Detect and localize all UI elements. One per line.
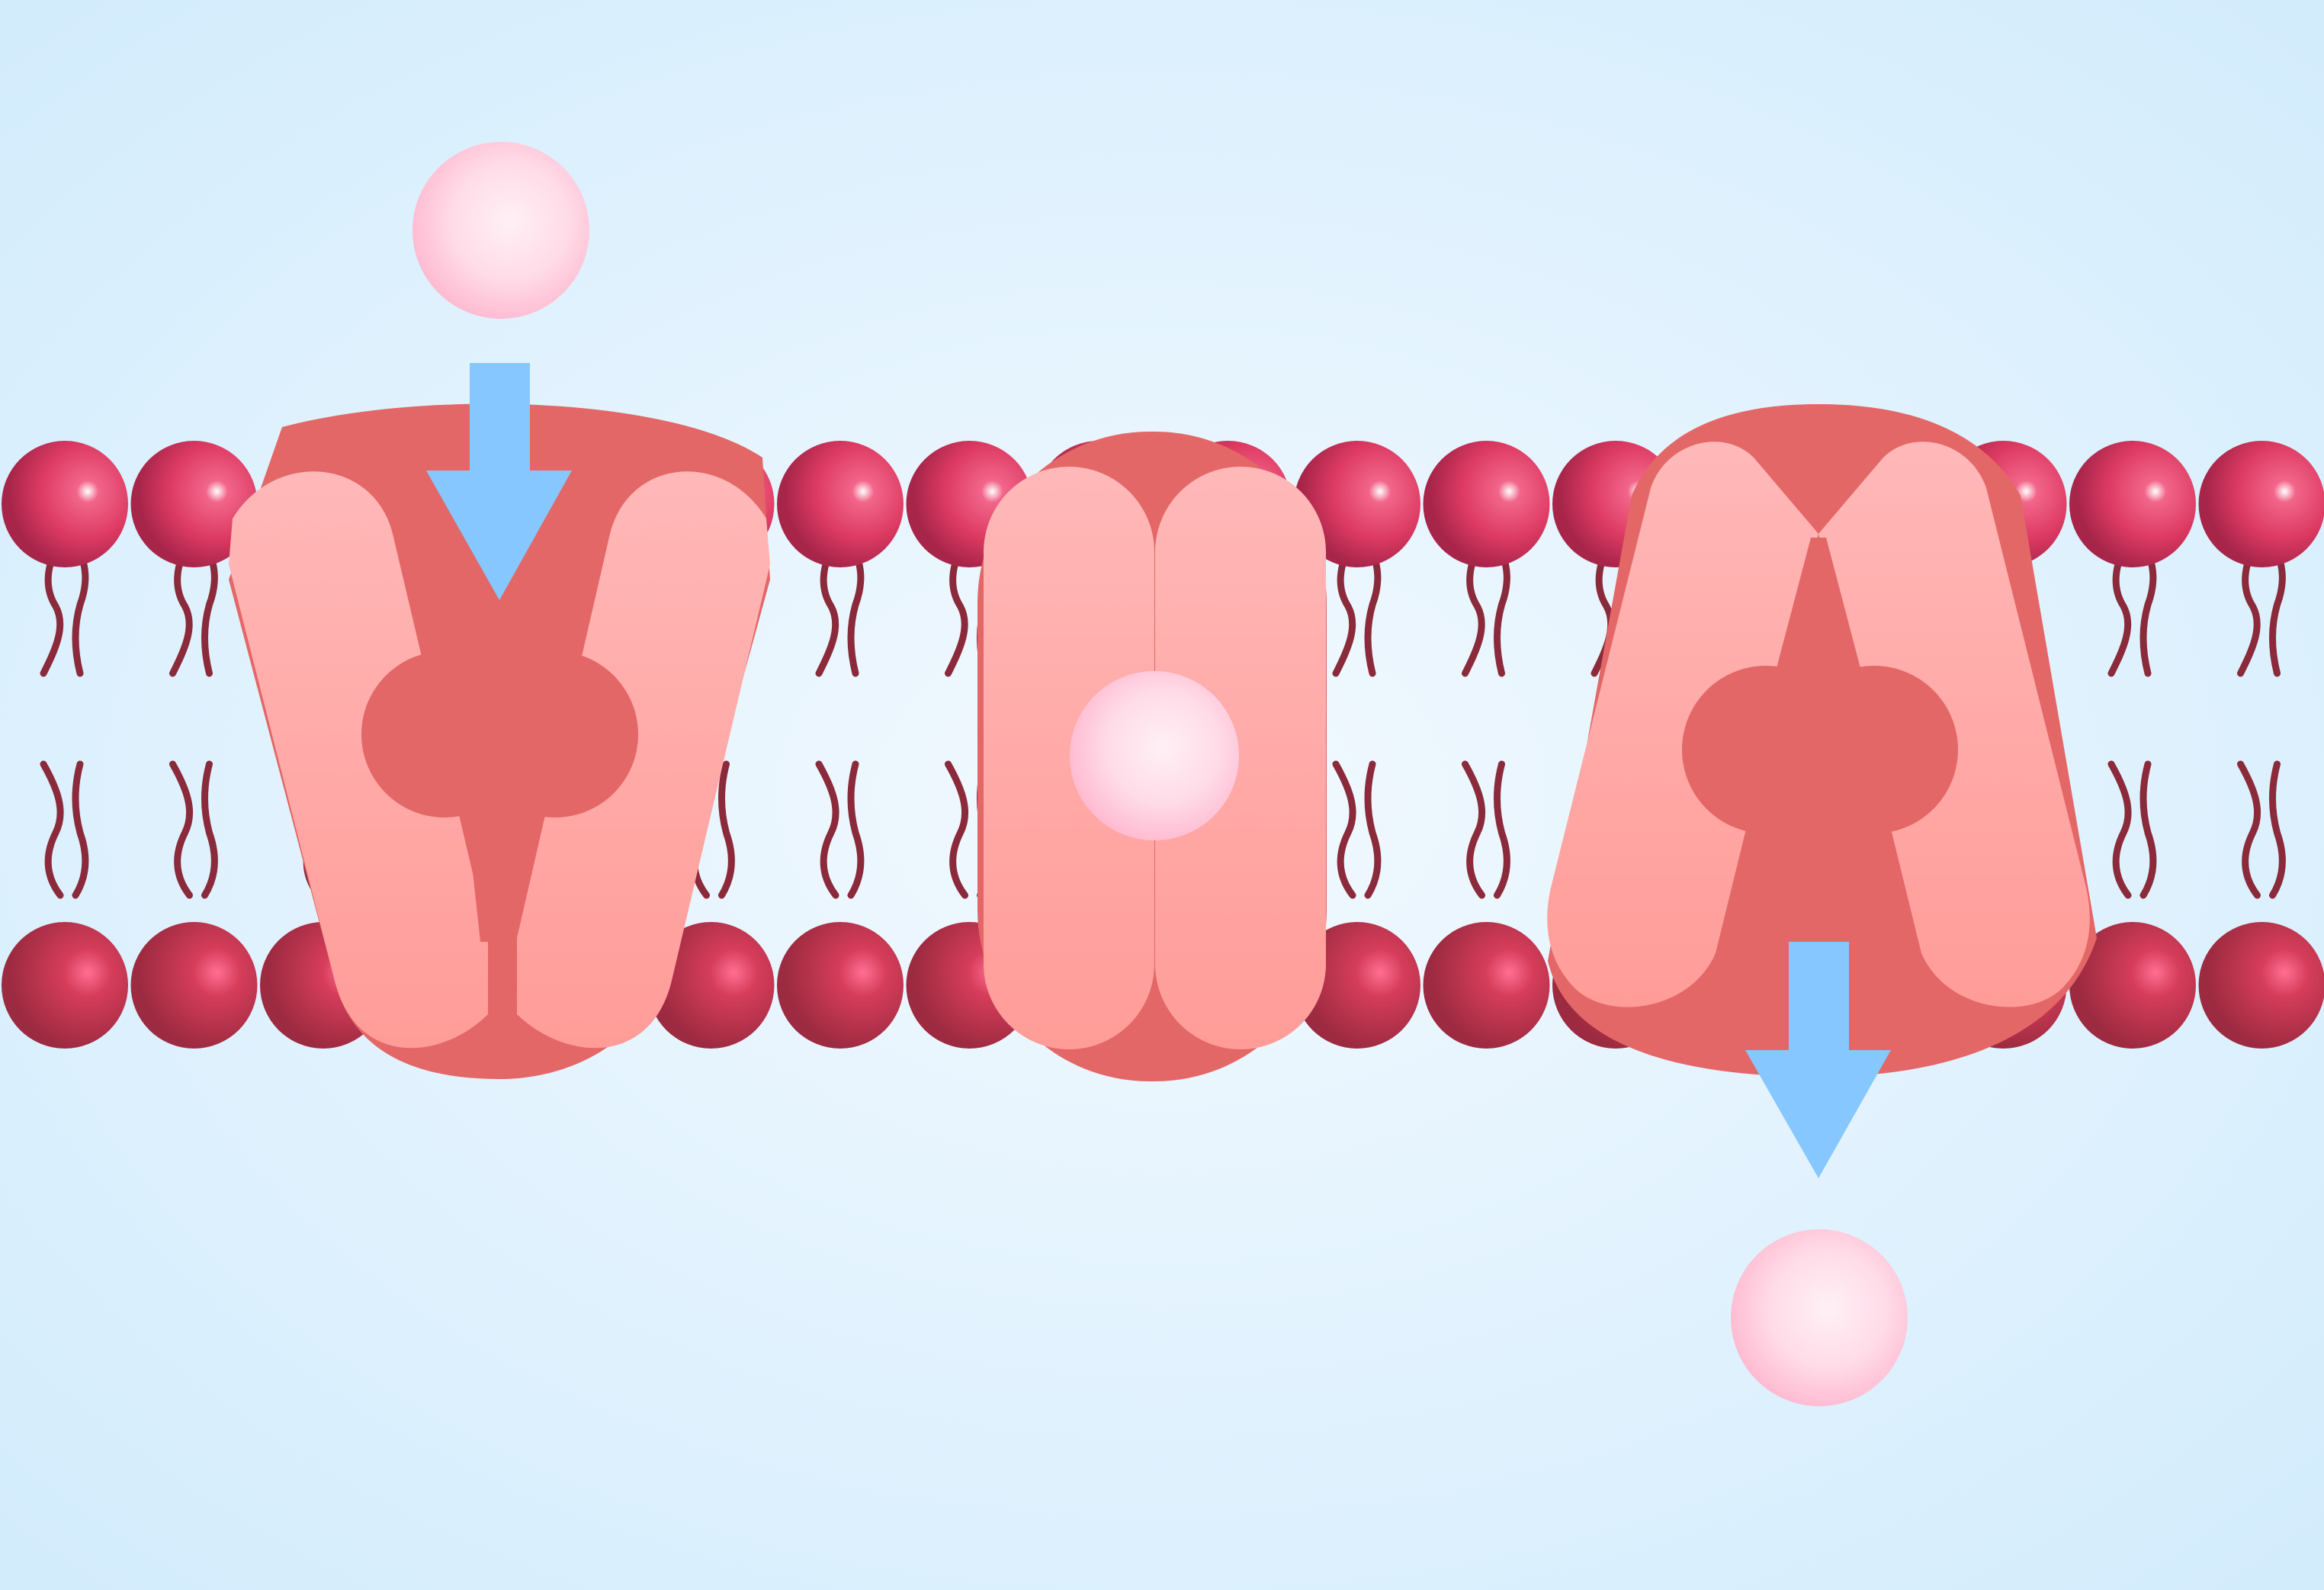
lipid-head-bottom — [2069, 922, 2196, 1049]
solute-particle-bound — [1070, 671, 1239, 840]
carrier-protein-open-inward — [1547, 404, 2097, 1406]
solute-particle-inside — [1731, 1229, 1908, 1406]
lipid-head-top — [130, 441, 258, 567]
lipid-head-top — [2198, 441, 2324, 567]
binding-lobe-right — [472, 651, 638, 817]
lipid-head-top — [2069, 441, 2196, 567]
solute-particle-outside — [412, 142, 589, 319]
lipid-head-top — [2, 441, 128, 567]
helix-right-outer — [517, 471, 770, 1049]
lipid-head-bottom — [130, 922, 258, 1049]
binding-lobe-right — [1790, 666, 1958, 834]
carrier-protein-occluded — [977, 432, 1327, 1081]
lipid-head-top — [777, 441, 904, 567]
down-arrow-icon — [1745, 942, 1891, 1178]
lipid-head-bottom — [1423, 922, 1550, 1049]
helix-right — [1155, 467, 1326, 1049]
down-arrow-icon — [426, 363, 572, 600]
lipid-head-bottom — [2, 922, 128, 1049]
carrier-protein-open-outward — [229, 142, 770, 1079]
lipid-head-bottom — [2198, 922, 2324, 1049]
helix-left-outer — [229, 471, 488, 1049]
helix-left — [984, 467, 1154, 1049]
lipid-head-top — [1294, 441, 1420, 567]
helix-left-outer — [1547, 442, 1818, 1007]
lipid-head-bottom — [777, 922, 904, 1049]
lipid-head-bottom — [647, 922, 775, 1049]
lipid-head-top — [1423, 441, 1550, 567]
